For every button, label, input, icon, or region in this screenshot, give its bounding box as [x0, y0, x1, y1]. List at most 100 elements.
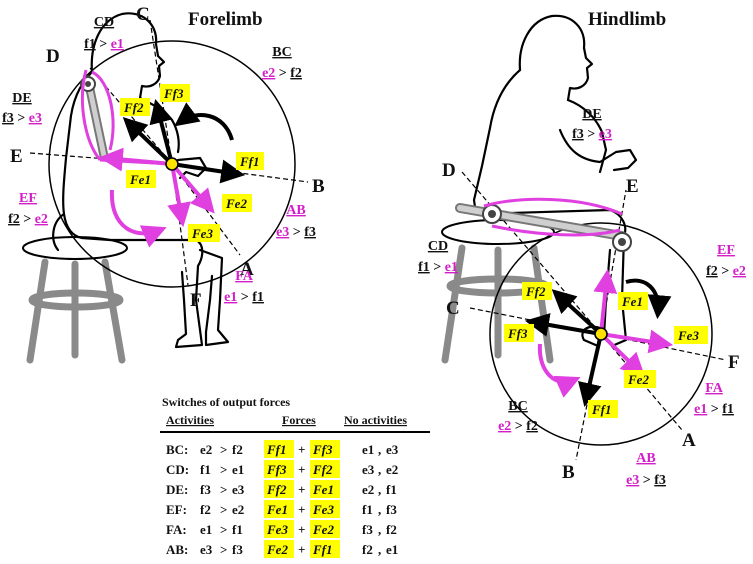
hindlimb-switch-ab: AB e3 > f3 [626, 451, 666, 488]
hindlimb-switch-de: DE f3 > e3 [572, 107, 612, 142]
hindlimb-switch-cd: CD f1 > e1 [418, 239, 458, 275]
forelimb-label-fe3: Fe3 [191, 226, 213, 241]
table-row-act-left: e2 [200, 442, 212, 457]
forelimb-point-a: A [240, 259, 254, 280]
table-row-force2-bg [310, 500, 340, 518]
table-row-force2: Fe2 [312, 522, 334, 537]
forelimb-person-outline [52, 12, 230, 349]
svg-text:f2 > e2: f2 > e2 [706, 264, 746, 279]
forelimb-rotation-arrow-magenta [109, 189, 167, 248]
table-row-comma: , [378, 482, 381, 497]
forelimb-linkage [80, 75, 109, 161]
forelimb-label-ff1: Ff1 [239, 154, 260, 169]
table-row-op: > [220, 462, 227, 477]
hindlimb-panel: Hindlimb [418, 9, 746, 488]
hindlimb-joint [594, 327, 608, 341]
forelimb-fe3-arrow [167, 163, 191, 228]
forelimb-label-ff2: Ff2 [123, 100, 144, 115]
table-row-name: EF: [166, 502, 187, 517]
table-row-act-right: f2 [232, 442, 243, 457]
forelimb-switch-bc: BC e2 > f2 [262, 45, 302, 81]
table-row-comma: , [378, 442, 381, 457]
table-row-none1: e3 [362, 462, 375, 477]
svg-text:f1 > e1: f1 > e1 [84, 37, 124, 52]
table-row-force2-bg [310, 480, 340, 498]
hindlimb-extensor-arrows [593, 268, 674, 378]
forelimb-switch-fa: FA e1 > f1 [224, 269, 264, 305]
svg-text:FA: FA [705, 381, 724, 396]
hindlimb-force-circle [489, 222, 713, 446]
forelimb-label-ff3: Ff3 [163, 86, 184, 101]
table-row-none2: f3 [386, 502, 397, 517]
hindlimb-point-a: A [682, 430, 696, 451]
forelimb-point-letters: C D E B A F [10, 4, 325, 311]
table-row-force1-bg [264, 440, 294, 458]
hindlimb-point-b: B [562, 462, 575, 483]
hindlimb-label-ff3: Ff3 [507, 326, 528, 341]
table-row-force1: Ff2 [266, 482, 287, 497]
svg-text:f1 > e1: f1 > e1 [418, 260, 458, 275]
hindlimb-fe1-arrow [593, 268, 618, 335]
svg-text:f2 > e2: f2 > e2 [8, 212, 48, 227]
forelimb-stool [22, 236, 128, 364]
table-row-force1: Fe1 [266, 502, 288, 517]
table-row-op: > [220, 482, 227, 497]
table-row-act-right: e3 [232, 482, 245, 497]
table-row-force2: Ff3 [312, 442, 333, 457]
svg-text:EF: EF [19, 191, 37, 206]
hindlimb-rotation-arrow-black [625, 278, 672, 320]
table-row-plus: + [298, 482, 305, 497]
table-row-none2: f2 [386, 522, 397, 537]
svg-text:CD: CD [94, 15, 114, 30]
table-row-force1: Ff1 [266, 442, 287, 457]
svg-text:FA: FA [235, 269, 254, 284]
table-row-force1-bg [264, 540, 294, 558]
forelimb-switch-ef: EF f2 > e2 [8, 191, 48, 227]
svg-text:f3 > e3: f3 > e3 [572, 127, 612, 142]
table-row-op: > [220, 542, 227, 557]
table-row-force2: Ff1 [312, 542, 333, 557]
table-row-force2-bg [310, 460, 340, 478]
svg-text:e2 > f2: e2 > f2 [498, 419, 538, 434]
svg-text:BC: BC [272, 45, 291, 60]
table-row-force2: Fe3 [312, 502, 334, 517]
table-row-comma: , [378, 502, 381, 517]
table-row-act-left: e3 [200, 542, 213, 557]
table-row-act-left: f3 [200, 482, 211, 497]
hindlimb-label-fe1: Fe1 [621, 294, 643, 309]
forelimb-force-circle [48, 40, 296, 288]
hindlimb-muscle-outlines [483, 197, 623, 237]
table-row-force1: Ff3 [266, 462, 287, 477]
svg-text:e1 > f1: e1 > f1 [694, 402, 734, 417]
table-header-forces: Forces [282, 413, 316, 427]
hindlimb-linkage [455, 203, 632, 252]
hindlimb-point-c: C [446, 298, 460, 319]
table-row-none2: e1 [386, 542, 398, 557]
table-row-force1: Fe3 [266, 522, 288, 537]
forelimb-point-e: E [10, 146, 23, 167]
table-row-none1: f3 [362, 522, 373, 537]
forelimb-point-b: B [312, 176, 325, 197]
forelimb-fe2-arrow [170, 162, 215, 214]
hindlimb-point-f: F [728, 352, 740, 373]
forelimb-ff3-arrow [149, 99, 174, 165]
svg-text:e2 > f2: e2 > f2 [262, 66, 302, 81]
hindlimb-rotation-arrow-magenta [537, 343, 581, 398]
svg-text:DE: DE [582, 107, 601, 122]
svg-text:EF: EF [717, 243, 735, 258]
svg-text:AB: AB [286, 203, 305, 218]
hindlimb-switch-bc: BC e2 > f2 [498, 399, 538, 434]
hindlimb-title: Hindlimb [588, 9, 666, 30]
table-row-name: AB: [166, 542, 188, 557]
table-row-name: CD: [166, 462, 189, 477]
table-row-op: > [220, 502, 227, 517]
table-row-act-right: e1 [232, 462, 244, 477]
hindlimb-switch-fa: FA e1 > f1 [694, 381, 734, 417]
table-row-plus: + [298, 522, 305, 537]
forelimb-label-fe2: Fe2 [225, 196, 247, 211]
forelimb-label-fe1: Fe1 [129, 172, 151, 187]
table-row-none1: e2 [362, 482, 374, 497]
hindlimb-label-fe2: Fe2 [627, 372, 649, 387]
